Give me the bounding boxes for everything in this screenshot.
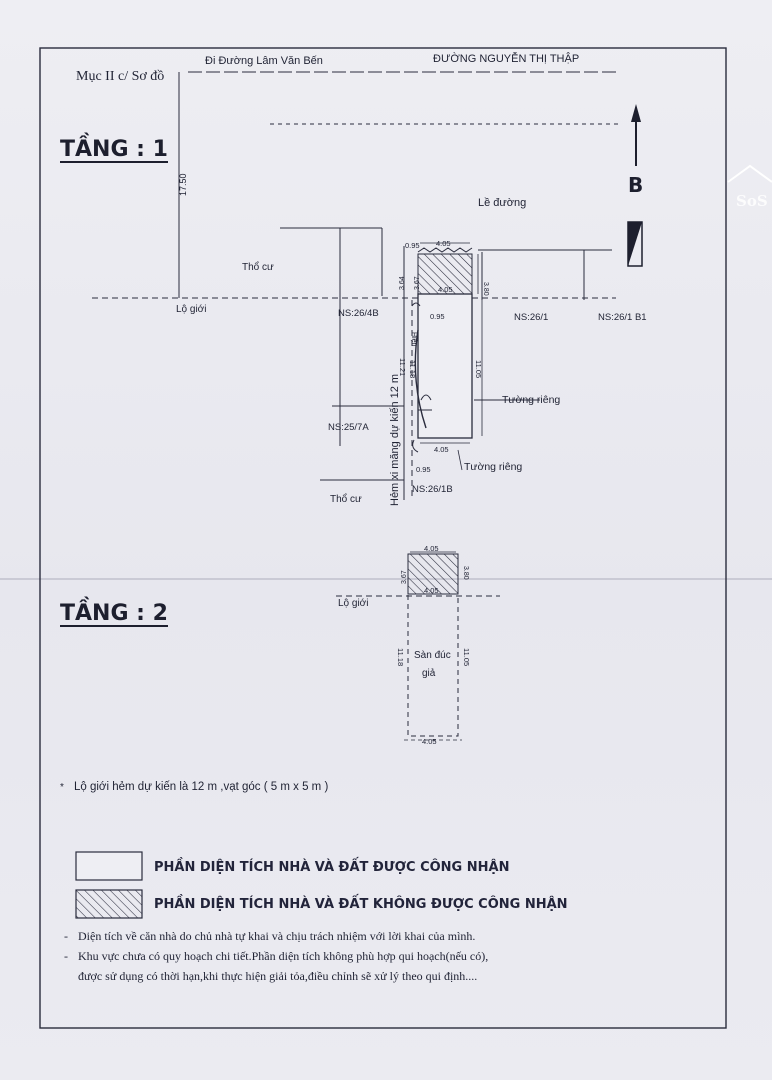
footnote-line-2: Khu vực chưa có quy hoạch chi tiết.Phần … (78, 949, 488, 963)
footnote-line-3: được sử dụng có thời hạn,khi thực hiện g… (78, 969, 477, 983)
dim-095-bottom: 0.95 (416, 465, 431, 474)
alley-label: Hẻm xi măng dự kiến 12 m (389, 374, 401, 506)
dim-367: 3.67 (414, 276, 421, 290)
road-right-label: ĐƯỜNG NGUYỄN THỊ THẬP (433, 52, 579, 65)
ns-26-1-b1: NS:26/1 B1 (598, 312, 647, 323)
boundary-label-floor2: Lộ giới (338, 598, 368, 609)
private-wall-leader (457, 449, 463, 471)
ns-26-1: NS:26/1 (514, 312, 548, 323)
dim-380: 3.80 (482, 282, 489, 296)
recognized-area-floor1 (417, 293, 473, 439)
outer-frame (39, 47, 727, 1029)
dim-1750: 17.50 (178, 173, 188, 196)
dim-1121: 11.21 (398, 358, 407, 376)
recognized-area-floor2 (407, 593, 459, 737)
north-arrow-icon: B (627, 104, 643, 267)
dim-380-floor2: 3.80 (462, 566, 469, 580)
private-wall-label-1: Tường riêng (502, 394, 560, 406)
dim-405-mid-floor2: 4.05 (424, 586, 439, 595)
dim-1118-floor2: 11.18 (396, 648, 405, 666)
neighbour-lot-lines (280, 227, 612, 481)
footnote-line-1: Diện tích về căn nhà do chủ nhà tự khai … (78, 929, 475, 943)
alley-boundary-note: Lộ giới hẻm dự kiến là 12 m ,vạt góc ( 5… (74, 781, 328, 793)
note-bullet: * (60, 782, 64, 793)
legend-not-recognized-text: PHẦN DIỆN TÍCH NHÀ VÀ ĐẤT KHÔNG ĐƯỢC CÔN… (154, 894, 568, 912)
door-symbol-icon (420, 394, 432, 401)
corner-curve (412, 439, 419, 453)
dim-405-mid: 4.05 (438, 285, 453, 294)
sidewalk-label: Lề đường (478, 197, 526, 209)
floor2-title: TẦNG : 2 (60, 597, 168, 626)
dim-405-bottom: 4.05 (434, 445, 449, 454)
dim-405-top: 4.05 (436, 239, 451, 248)
private-wall-label-2: Tường riêng (464, 461, 522, 473)
wall-curve (414, 329, 427, 429)
ns-26-4b: NS:26/4B (338, 308, 379, 319)
boundary-label-floor1: Lộ giới (176, 304, 206, 315)
dim-405-bottom-floor2: 4.05 (422, 737, 437, 746)
section-label: Mục II c/ Sơ đồ (76, 69, 164, 84)
zigzag-edge (417, 247, 473, 253)
ns-26-1b: NS:26/1B (412, 484, 453, 495)
road-left-label: Đi Đường Lâm Văn Bến (205, 55, 323, 67)
dim-1118: 11.18 (408, 360, 417, 378)
floor2-slab-label-2: giả (422, 668, 436, 679)
dim-095-top: 0.95 (405, 241, 420, 250)
resident-land-top: Thổ cư (242, 261, 274, 273)
resident-land-bottom: Thổ cư (330, 493, 362, 505)
footnote-bullet-2: - (64, 949, 68, 963)
dim-367-floor2: 3.67 (401, 570, 408, 584)
page-fold-line (0, 578, 772, 580)
dim-1105: 11.05 (474, 360, 483, 378)
legend-swatch-recognized (75, 851, 143, 881)
unrecognized-area-floor2 (407, 553, 459, 595)
dim-364: 3.64 (399, 276, 406, 290)
watermark-logo: SoS (727, 164, 772, 210)
watermark-text: SoS (736, 192, 768, 210)
legend-recognized-text: PHẦN DIỆN TÍCH NHÀ VÀ ĐẤT ĐƯỢC CÔNG NHẬN (154, 857, 509, 875)
footnote-bullet-1: - (64, 929, 68, 943)
north-label: B (628, 173, 643, 197)
legend-swatch-not-recognized (75, 889, 143, 919)
dim-405-top-floor2: 4.05 (424, 544, 439, 553)
ns-25-7a: NS:25/7A (328, 422, 369, 433)
floor2-slab-label-1: Sàn đúc (414, 650, 451, 661)
gate-symbol-icon (411, 302, 421, 307)
dim-1105-floor2: 11.05 (462, 648, 471, 666)
dim-095-mid: 0.95 (430, 312, 445, 321)
gate-label: Hiện (410, 332, 417, 347)
floor1-title: TẦNG : 1 (60, 133, 168, 162)
